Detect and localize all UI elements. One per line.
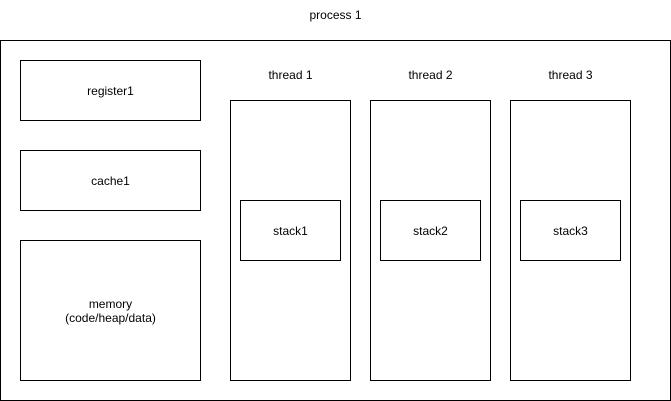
stack-2-box: stack2 (380, 200, 481, 261)
stack-3-box: stack3 (520, 200, 621, 261)
stack-1-label: stack1 (273, 223, 308, 238)
cache-label: cache1 (91, 173, 130, 188)
thread-1-title: thread 1 (268, 68, 313, 82)
process-title: process 1 (309, 8, 362, 22)
stack-1-box: stack1 (240, 200, 341, 261)
memory-box: memory (code/heap/data) (20, 240, 201, 381)
cache-box: cache1 (20, 150, 201, 211)
stack-3-label: stack3 (553, 223, 588, 238)
thread-3-title: thread 3 (548, 68, 593, 82)
thread-2-title: thread 2 (408, 68, 453, 82)
register-box: register1 (20, 60, 201, 121)
register-label: register1 (87, 83, 134, 98)
memory-label: memory (code/heap/data) (65, 296, 156, 325)
stack-2-label: stack2 (413, 223, 448, 238)
